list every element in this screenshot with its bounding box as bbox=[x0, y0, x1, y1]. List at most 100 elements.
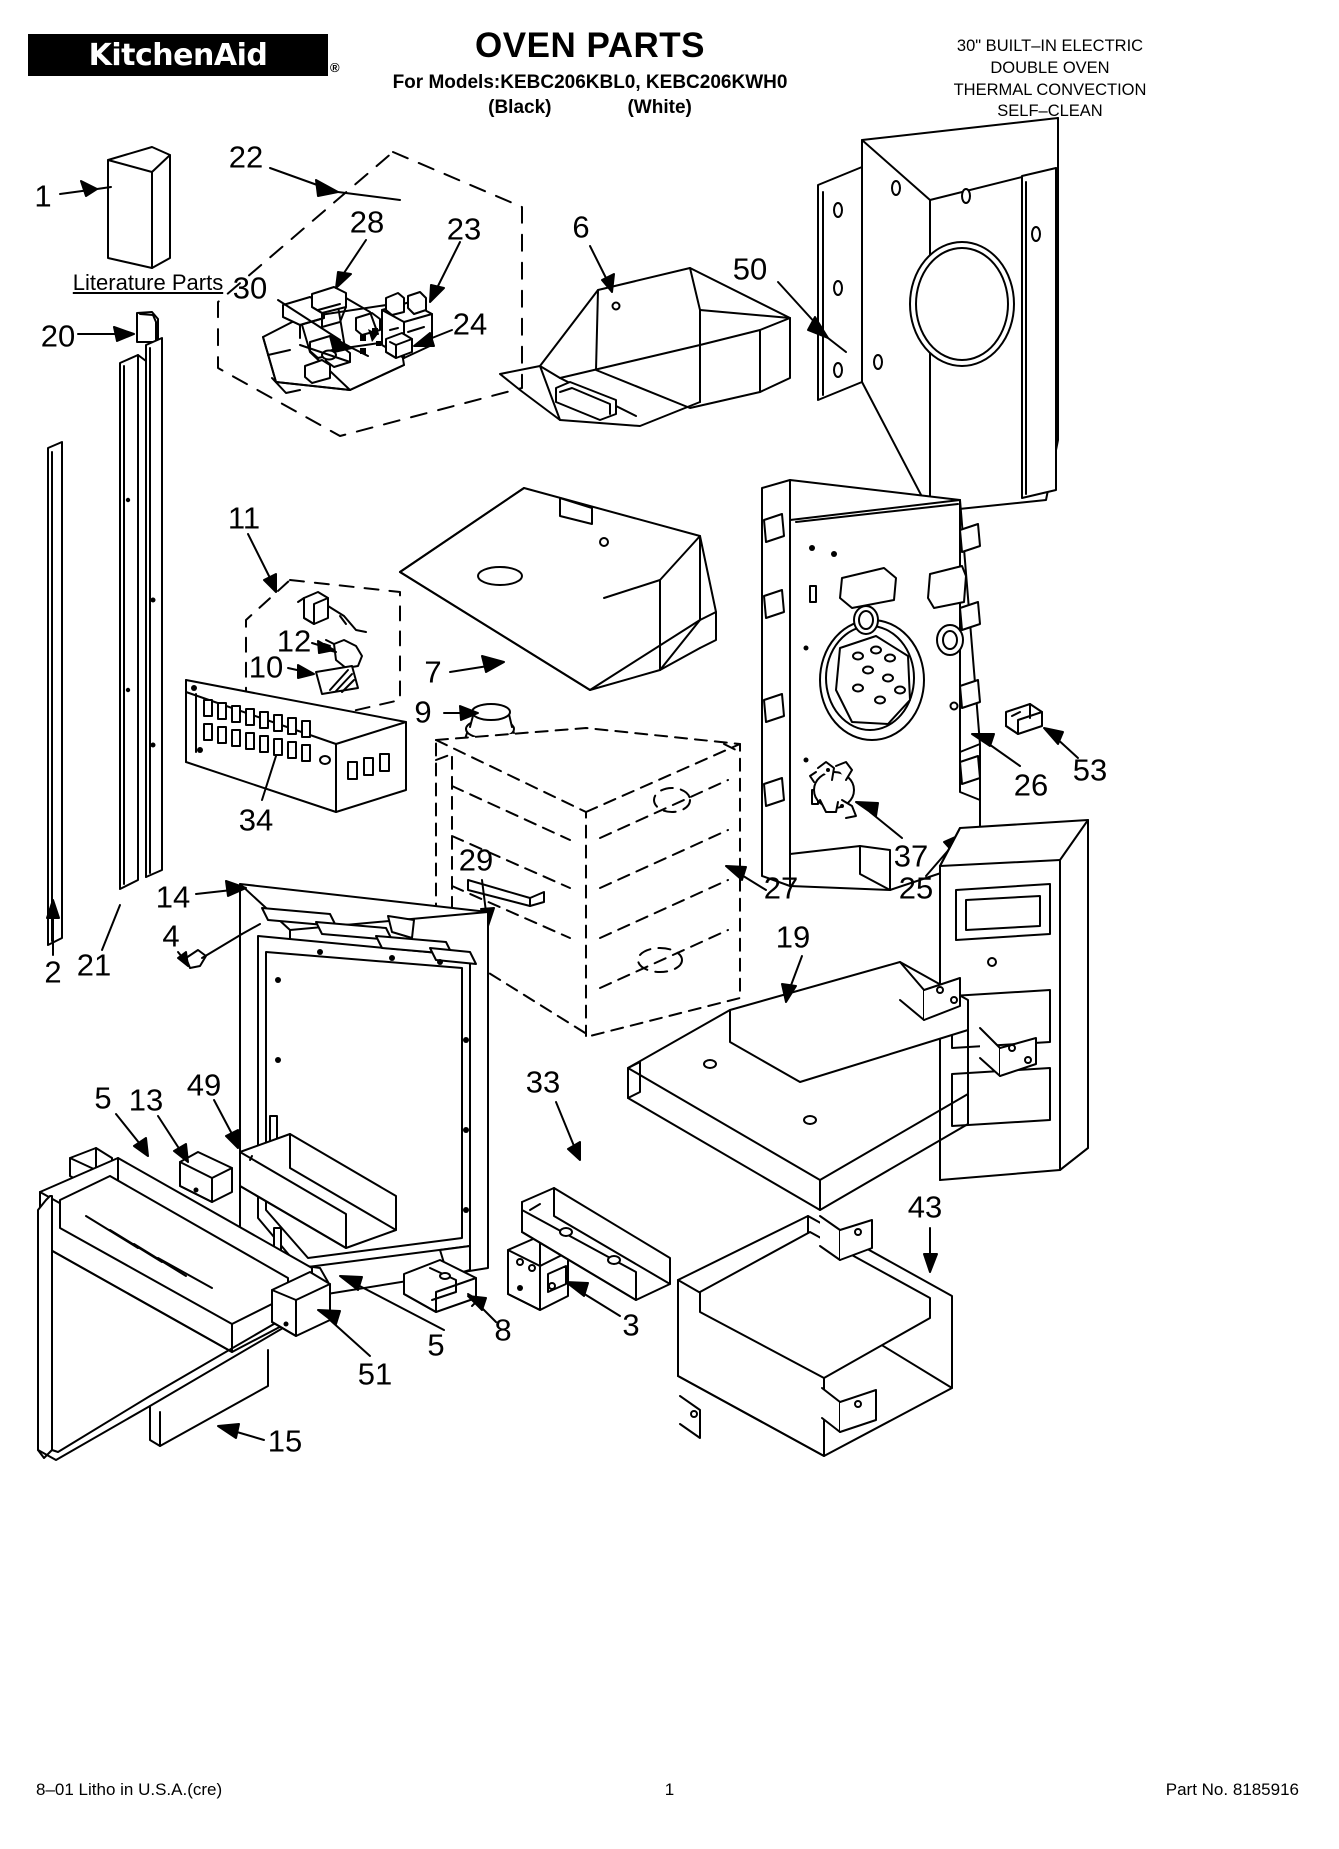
callout-15: 15 bbox=[267, 1423, 303, 1459]
spec-line-4: SELF–CLEAN bbox=[997, 102, 1103, 121]
part-49-bracket bbox=[239, 1133, 397, 1249]
leader-50 bbox=[777, 281, 847, 353]
callout-14: 14 bbox=[155, 879, 191, 915]
leader-33 bbox=[555, 1101, 581, 1161]
part-51-handle-bracket bbox=[271, 1271, 331, 1337]
part-6-top-shield bbox=[499, 267, 791, 427]
part-1-literature bbox=[107, 146, 171, 269]
part-3-side-bracket bbox=[507, 1235, 569, 1311]
spec-line-1: 30" BUILT–IN ELECTRIC bbox=[956, 37, 1144, 55]
part-9-blower-motor bbox=[455, 703, 525, 820]
leader-4 bbox=[177, 951, 189, 967]
part-24-connector bbox=[385, 332, 413, 359]
callout-22: 22 bbox=[228, 139, 264, 175]
callout-29: 29 bbox=[458, 842, 494, 878]
part-28-switch bbox=[311, 286, 379, 342]
color-variants: (Black) (White) bbox=[355, 97, 825, 119]
leader-5-upper bbox=[115, 1113, 149, 1157]
callout-24: 24 bbox=[452, 306, 488, 342]
part-33-rail bbox=[521, 1187, 671, 1301]
leader-2 bbox=[46, 899, 60, 956]
leader-24 bbox=[413, 329, 453, 347]
part-number: Part No. 8185916 bbox=[1165, 1780, 1299, 1799]
leader-11 bbox=[247, 533, 277, 593]
leader-1 bbox=[59, 180, 112, 197]
callout-5-upper: 5 bbox=[94, 1080, 112, 1116]
callout-12: 12 bbox=[276, 623, 312, 659]
callout-11: 11 bbox=[227, 500, 261, 536]
title-block: OVEN PARTS For Models:KEBC206KBL0, KEBC2… bbox=[355, 28, 825, 119]
part-23-transformer bbox=[381, 291, 433, 359]
litho-info: 8–01 Litho in U.S.A.(cre) bbox=[36, 1780, 223, 1799]
models-line: For Models:KEBC206KBL0, KEBC206KWH0 bbox=[392, 72, 788, 93]
callout-21: 21 bbox=[76, 947, 112, 983]
leader-21 bbox=[101, 904, 121, 951]
callout-49: 49 bbox=[186, 1067, 222, 1103]
leader-37 bbox=[855, 801, 903, 839]
part-20-endcap bbox=[136, 311, 159, 343]
callout-1: 1 bbox=[34, 178, 52, 214]
leader-34 bbox=[261, 755, 277, 801]
color-white-label: (White) bbox=[627, 97, 692, 118]
part-29-heating-element bbox=[467, 879, 545, 907]
part-2-long-rod bbox=[47, 441, 63, 946]
callout-26: 26 bbox=[1013, 767, 1049, 803]
leader-26 bbox=[971, 733, 1021, 767]
leader-15 bbox=[217, 1423, 265, 1441]
leader-20 bbox=[77, 326, 135, 342]
part-10-lens bbox=[315, 665, 359, 695]
leader-51 bbox=[317, 1309, 371, 1357]
leader-28 bbox=[335, 239, 367, 289]
leader-14 bbox=[195, 880, 247, 897]
leader-43 bbox=[923, 1227, 938, 1273]
callout-50: 50 bbox=[732, 251, 768, 287]
page-title: OVEN PARTS bbox=[475, 26, 705, 65]
part-15-door-trim bbox=[39, 1157, 313, 1353]
part-21-side-trim bbox=[119, 337, 163, 890]
leader-30 bbox=[277, 299, 369, 357]
part-26-door-panel bbox=[939, 819, 1089, 1181]
leader-23 bbox=[429, 241, 461, 303]
callout-23: 23 bbox=[446, 211, 482, 247]
color-black-label: (Black) bbox=[488, 97, 552, 118]
page-number: 1 bbox=[664, 1780, 675, 1799]
leader-22 bbox=[269, 167, 401, 201]
brand-name: KitchenAid bbox=[88, 37, 268, 73]
part-12-bulb bbox=[323, 639, 363, 669]
leader-5-lower bbox=[339, 1275, 445, 1331]
callout-10: 10 bbox=[248, 649, 284, 685]
part-27-oven-cavity bbox=[435, 727, 741, 1037]
callout-51: 51 bbox=[357, 1356, 393, 1392]
callout-7: 7 bbox=[424, 654, 442, 690]
part-13-block bbox=[179, 1151, 233, 1203]
callout-8: 8 bbox=[494, 1312, 512, 1348]
registered-trademark-icon: ® bbox=[330, 60, 340, 75]
kitchenaid-logo: KitchenAid bbox=[28, 34, 328, 76]
part-43-bottom-pan bbox=[677, 1215, 953, 1457]
callout-30: 30 bbox=[232, 270, 268, 306]
part-53-clip bbox=[1005, 703, 1043, 735]
callout-5-lower: 5 bbox=[427, 1327, 445, 1363]
part-15-handle-frame bbox=[37, 1195, 309, 1461]
part-50-rear-panel bbox=[817, 117, 1059, 513]
callout-34: 34 bbox=[238, 802, 274, 838]
spec-line-3: THERMAL CONVECTION bbox=[953, 80, 1147, 99]
literature-parts-label: Literature Parts bbox=[72, 270, 224, 295]
leader-3 bbox=[565, 1281, 621, 1317]
part-14-inner-door-frame bbox=[239, 883, 489, 1301]
page-footer: 8–01 Litho in U.S.A.(cre) 1 Part No. 818… bbox=[0, 1780, 1339, 1820]
specification-block: 30" BUILT–IN ELECTRIC DOUBLE OVEN THERMA… bbox=[860, 36, 1240, 123]
leader-6 bbox=[589, 245, 615, 293]
callout-20: 20 bbox=[40, 318, 76, 354]
part-7-top-plate bbox=[399, 487, 717, 691]
callout-2: 2 bbox=[44, 954, 62, 990]
leader-7 bbox=[449, 655, 505, 673]
callout-6: 6 bbox=[572, 209, 590, 245]
leader-12 bbox=[311, 640, 335, 654]
callout-28: 28 bbox=[349, 204, 385, 240]
part-8-tray-bracket bbox=[403, 1259, 479, 1313]
callout-3: 3 bbox=[622, 1307, 640, 1343]
callout-13: 13 bbox=[128, 1082, 164, 1118]
callout-53: 53 bbox=[1072, 752, 1108, 788]
